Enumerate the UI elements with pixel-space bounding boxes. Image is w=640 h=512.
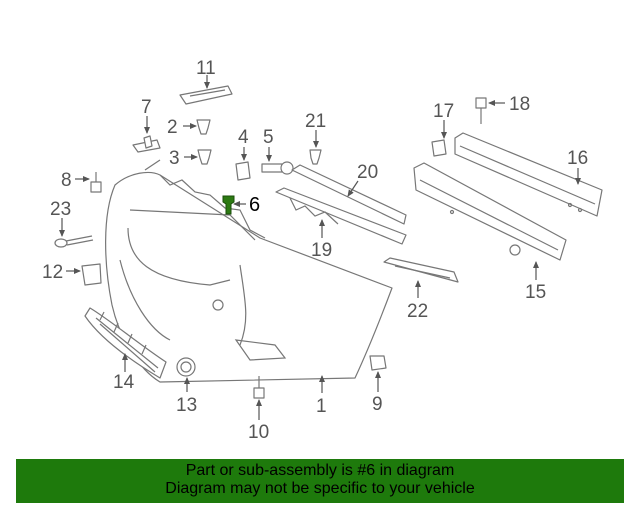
callout-labels: 1 2 3 4 5 6 7 8 9 10 11 12 13 14 15 16 1… — [42, 58, 588, 443]
callout-7: 7 — [141, 97, 152, 118]
callout-19: 19 — [311, 240, 332, 261]
parts-diagram: 1 2 3 4 5 6 7 8 9 10 11 12 13 14 15 16 1… — [42, 58, 603, 443]
callout-9: 9 — [372, 394, 383, 415]
bolt-10-part — [253, 376, 265, 399]
callout-14: 14 — [113, 372, 135, 393]
clip-2-part — [196, 119, 211, 135]
leader-lines — [59, 75, 581, 420]
reinforcement-part — [413, 162, 567, 261]
callout-17: 17 — [433, 101, 454, 122]
callout-23: 23 — [50, 199, 71, 220]
callout-21: 21 — [305, 111, 326, 132]
callout-5: 5 — [263, 127, 274, 148]
plate-part — [235, 161, 251, 181]
bumper-cover-part — [105, 159, 393, 383]
callout-6: 6 — [249, 194, 260, 216]
callout-8: 8 — [61, 170, 72, 191]
callout-12: 12 — [42, 262, 63, 283]
callout-1: 1 — [316, 396, 327, 417]
callout-4: 4 — [238, 127, 249, 148]
callout-18: 18 — [509, 94, 530, 115]
callout-11: 11 — [196, 58, 216, 79]
callout-2: 2 — [167, 117, 178, 138]
upper-bracket-part — [179, 85, 233, 105]
absorber-part — [383, 257, 459, 283]
side-bracket-part — [132, 135, 161, 153]
callout-10: 10 — [248, 422, 269, 443]
callout-15: 15 — [525, 282, 546, 303]
clip-9-part — [369, 355, 387, 371]
part-notice-line-1: Part or sub-assembly is #6 in diagram — [185, 462, 455, 479]
lower-strip-part — [275, 187, 407, 245]
cap-17-part — [431, 139, 447, 157]
upper-beam-part — [454, 132, 603, 217]
clip-21-part — [309, 149, 322, 165]
clip-3-part — [197, 149, 212, 165]
callout-13: 13 — [176, 395, 197, 416]
pin-part — [54, 235, 94, 248]
grille-part — [84, 307, 167, 379]
bolt-18-part — [475, 97, 487, 124]
callout-3: 3 — [169, 148, 180, 169]
round-cap-part — [176, 357, 196, 377]
callout-16: 16 — [567, 148, 588, 169]
callout-22: 22 — [407, 301, 428, 322]
screw-part — [261, 161, 294, 175]
fastener-6-part — [222, 195, 235, 215]
part-notice-line-2: Diagram may not be specific to your vehi… — [165, 480, 475, 497]
bolt-8-part — [90, 172, 102, 193]
callout-20: 20 — [357, 162, 378, 183]
cap-12-part — [81, 263, 102, 286]
part-notice-banner: Part or sub-assembly is #6 in diagram Di… — [16, 459, 624, 503]
